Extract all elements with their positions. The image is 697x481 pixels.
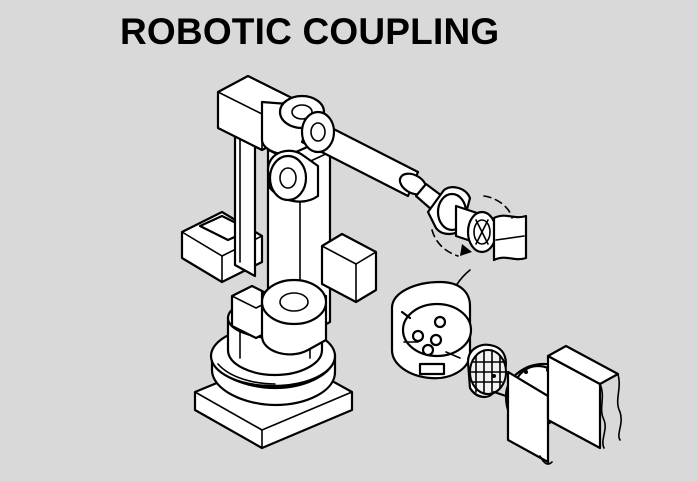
ball-cage <box>466 343 507 398</box>
elbow-joint <box>266 149 320 203</box>
diagram-title: ROBOTIC COUPLING <box>120 11 500 52</box>
rotation-arrow <box>431 195 513 257</box>
hip-joint <box>230 232 378 356</box>
upper-arm <box>300 110 428 198</box>
robot-wrist <box>414 182 498 254</box>
coupling-housing <box>390 280 473 380</box>
tool-plate <box>492 214 528 262</box>
tool-bracket <box>506 344 622 465</box>
